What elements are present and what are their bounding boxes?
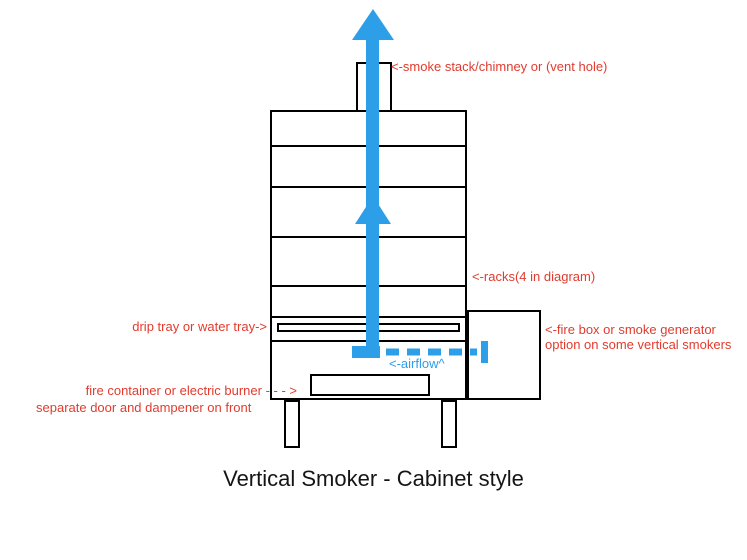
firebox-outline (467, 310, 541, 400)
leg-right (441, 400, 457, 448)
firebox-label-line1: <-fire box or smoke generator (545, 322, 716, 337)
firebox-label: <-fire box or smoke generator option on … (545, 322, 731, 352)
fire-container (310, 374, 430, 396)
up-arrowhead-top (352, 9, 394, 40)
smoke-stack-label: <-smoke stack/chimney or (vent hole) (391, 59, 608, 74)
drip-tray-label: drip tray or water tray-> (132, 319, 267, 334)
rack-line (272, 186, 465, 188)
chimney-outline (356, 62, 392, 112)
leg-left (284, 400, 300, 448)
separate-door-label: separate door and dampener on front (36, 400, 252, 415)
fire-container-label: fire container or electric burner - - - … (85, 383, 297, 398)
drip-tray (277, 323, 460, 332)
fire-chamber-top-line (272, 340, 465, 342)
rack-line (272, 145, 465, 147)
airflow-label: <-airflow^ (389, 356, 445, 371)
rack-line (272, 236, 465, 238)
drip-tray-shelf-line (272, 316, 465, 318)
diagram-title: Vertical Smoker - Cabinet style (223, 466, 524, 491)
rack-line (272, 285, 465, 287)
firebox-label-line2: option on some vertical smokers (545, 337, 732, 352)
racks-label: <-racks(4 in diagram) (472, 269, 596, 284)
